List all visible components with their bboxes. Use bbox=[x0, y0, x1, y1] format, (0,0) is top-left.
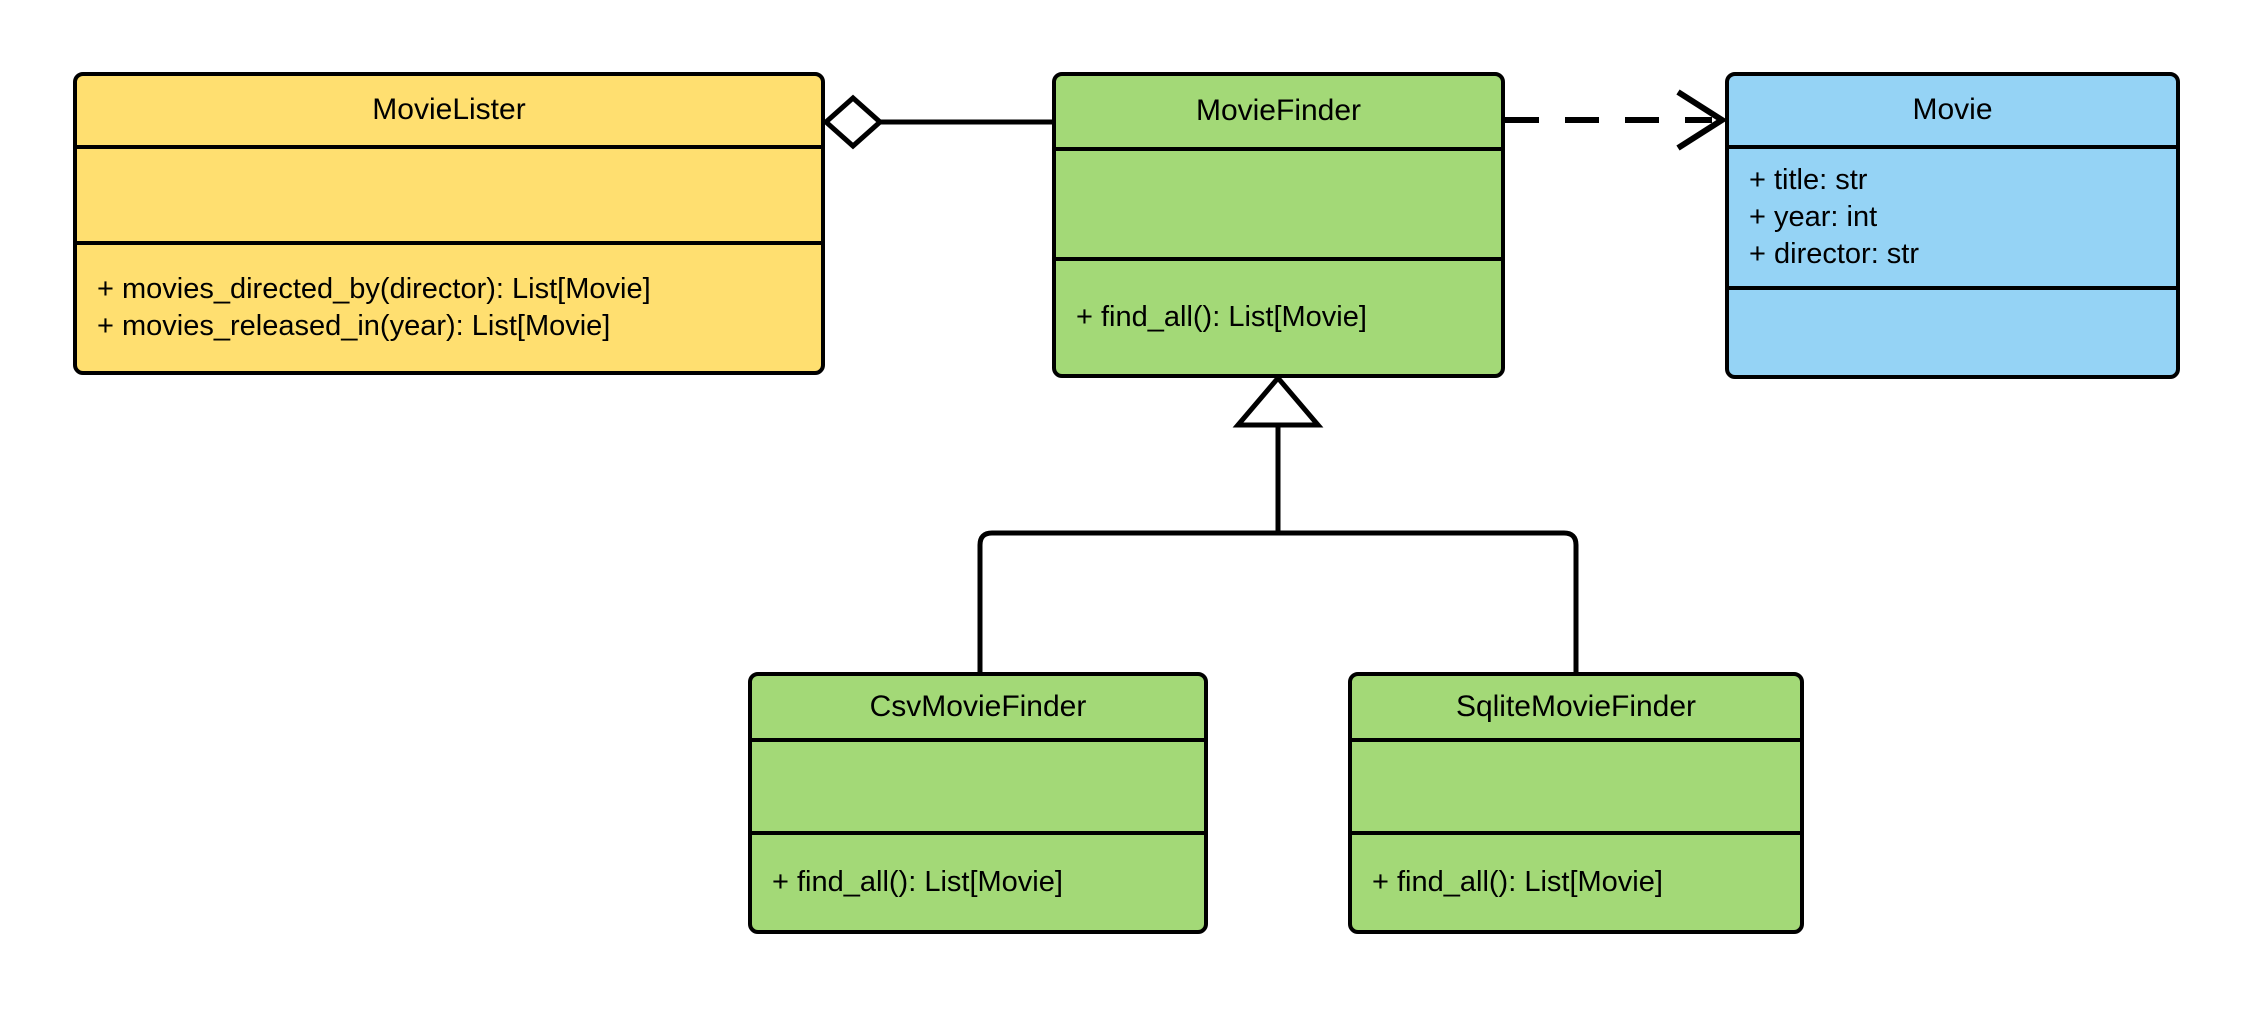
attributes-compartment bbox=[1352, 738, 1800, 831]
class-name-label: MovieFinder bbox=[1195, 94, 1362, 128]
class-name-compartment: MovieLister bbox=[77, 76, 821, 145]
method-line: + find_all(): List[Movie] bbox=[1076, 300, 1367, 333]
methods-compartment bbox=[1729, 286, 2176, 375]
method-line: + find_all(): List[Movie] bbox=[772, 865, 1063, 898]
methods-compartment: + find_all(): List[Movie] bbox=[1352, 831, 1800, 930]
open-arrow-icon bbox=[1676, 89, 1728, 151]
uml-class-sqlite-movie-finder[interactable]: SqliteMovieFinder + find_all(): List[Mov… bbox=[1348, 672, 1804, 934]
class-name-compartment: MovieFinder bbox=[1056, 76, 1501, 147]
uml-class-csv-movie-finder[interactable]: CsvMovieFinder + find_all(): List[Movie] bbox=[748, 672, 1208, 934]
methods-compartment: + movies_directed_by(director): List[Mov… bbox=[77, 241, 821, 371]
hollow-diamond-icon bbox=[822, 94, 884, 150]
uml-class-movie-lister[interactable]: MovieLister + movies_directed_by(directo… bbox=[73, 72, 825, 375]
class-name-label: CsvMovieFinder bbox=[869, 689, 1087, 723]
methods-compartment: + find_all(): List[Movie] bbox=[752, 831, 1204, 930]
generalization-branch-bus bbox=[977, 530, 1579, 672]
attributes-compartment bbox=[752, 738, 1204, 831]
dependency-connector-finder-movie bbox=[1505, 89, 1728, 151]
methods-compartment: + find_all(): List[Movie] bbox=[1056, 257, 1501, 374]
attributes-compartment bbox=[77, 145, 821, 241]
method-line: + find_all(): List[Movie] bbox=[1372, 865, 1663, 898]
method-line: + movies_directed_by(director): List[Mov… bbox=[97, 272, 651, 305]
aggregation-connector-lister-finder bbox=[822, 94, 1052, 150]
generalization-connector-subclasses bbox=[977, 374, 1579, 672]
attribute-line: + director: str bbox=[1749, 238, 1920, 271]
class-name-compartment: Movie bbox=[1729, 76, 2176, 145]
hollow-triangle-icon bbox=[1232, 374, 1324, 428]
class-name-compartment: SqliteMovieFinder bbox=[1352, 676, 1800, 738]
class-name-label: SqliteMovieFinder bbox=[1455, 689, 1697, 723]
attribute-line: + title: str bbox=[1749, 163, 1868, 196]
class-name-compartment: CsvMovieFinder bbox=[752, 676, 1204, 738]
method-line: + movies_released_in(year): List[Movie] bbox=[97, 310, 611, 342]
uml-class-movie-finder[interactable]: MovieFinder + find_all(): List[Movie] bbox=[1052, 72, 1505, 378]
attribute-line: + year: int bbox=[1749, 200, 1878, 233]
class-name-label: MovieLister bbox=[372, 93, 526, 127]
attributes-compartment bbox=[1056, 147, 1501, 257]
uml-class-movie[interactable]: Movie + title: str + year: int + directo… bbox=[1725, 72, 2180, 379]
attributes-compartment: + title: str + year: int + director: str bbox=[1729, 145, 2176, 286]
class-name-label: Movie bbox=[1912, 93, 1993, 127]
